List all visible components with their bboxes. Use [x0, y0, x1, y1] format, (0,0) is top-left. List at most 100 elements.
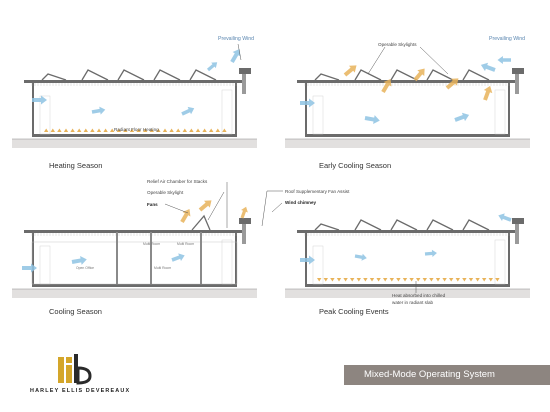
floor-slab	[305, 284, 510, 287]
skylight	[462, 219, 490, 231]
label-heat-absorbed: Heat absorbed into chilled	[392, 293, 446, 298]
heat-absorb-arrow	[442, 278, 447, 282]
airflow-arrow	[300, 98, 315, 108]
skylight	[81, 69, 109, 81]
roof	[24, 80, 242, 83]
airflow-arrow	[32, 95, 47, 105]
heat-absorb-arrow	[429, 278, 434, 282]
airflow-arrow	[364, 115, 380, 124]
label-operable-skylights: Operable Skylights	[378, 42, 417, 47]
heat-arrow	[169, 128, 174, 132]
interior-shelf	[312, 95, 324, 135]
heat-absorb-arrow	[350, 278, 355, 282]
label-radiant-floor-heating: Radiant Floor Heating	[114, 127, 159, 132]
airflow-arrow	[240, 206, 248, 219]
airflow-arrow	[454, 112, 470, 122]
chimney-cap	[512, 68, 524, 74]
label-operable-skylight: Operable Skylight	[147, 190, 184, 195]
heat-absorb-arrow	[389, 278, 394, 282]
chimney-shaft	[515, 224, 519, 244]
interior-wall	[116, 232, 118, 284]
airflow-arrow	[230, 49, 241, 63]
skylight	[354, 69, 382, 81]
wall-right	[235, 82, 237, 137]
label-chilled-water-slab: water in radiant slab	[392, 300, 434, 305]
skylight	[390, 69, 418, 81]
heat-absorb-arrow	[396, 278, 401, 282]
interior-wall	[200, 232, 202, 284]
skylight	[314, 223, 340, 231]
airflow-arrow	[413, 68, 425, 82]
heat-absorb-arrow	[376, 278, 381, 282]
system-title-bar: Mixed-Mode Operating System	[344, 365, 550, 385]
label-prevailing-wind-heating: Prevailing Wind	[218, 36, 255, 42]
firm-name: HARLEY ELLIS DEVEREAUX	[30, 388, 131, 394]
wall-left	[305, 82, 307, 137]
heat-absorb-arrow	[488, 278, 493, 282]
airflow-arrow	[198, 200, 212, 212]
heat-arrow	[123, 128, 128, 132]
heat-absorb-arrow	[363, 278, 368, 282]
heat-arrow	[149, 128, 154, 132]
wall-left	[32, 82, 34, 137]
airflow-arrow	[22, 263, 37, 273]
floor-slab	[32, 134, 237, 137]
skylight	[189, 69, 217, 81]
roof	[297, 80, 515, 83]
chimney-shaft	[242, 224, 246, 244]
airflow-arrow	[180, 209, 191, 223]
heat-arrow	[176, 128, 181, 132]
heat-arrow	[136, 128, 141, 132]
logo-mark-icon	[58, 354, 92, 385]
interior-mezzanine	[31, 241, 238, 285]
heat-absorb-arrow	[468, 278, 474, 282]
heat-arrow	[162, 128, 168, 132]
heat-arrow	[143, 128, 148, 132]
skylight	[314, 73, 340, 81]
label-wind-chimney: Wind chimney	[285, 200, 317, 205]
label-roof-fan-assist: Roof Supplementary Fan Assist	[285, 189, 350, 194]
interior-shelf	[494, 239, 506, 285]
airflow-arrow	[497, 55, 511, 65]
room-label: Multi Room	[177, 242, 195, 246]
heat-absorb-arrow	[369, 278, 375, 282]
heat-arrow	[116, 128, 121, 132]
heat-arrow	[215, 128, 220, 132]
airflow-arrow	[498, 213, 512, 222]
wall-right	[508, 82, 510, 137]
heat-arrow	[202, 128, 207, 132]
interior-shelf	[39, 245, 51, 285]
heat-arrow	[90, 128, 95, 132]
heat-arrow	[57, 128, 62, 132]
airflow-arrow	[91, 106, 106, 115]
room-label: Multi Room	[143, 242, 161, 246]
heat-arrow	[182, 128, 187, 132]
interior-shelf	[221, 89, 233, 135]
building-section-peak	[285, 213, 530, 298]
roof	[24, 230, 242, 233]
heat-absorb-arrow	[336, 278, 342, 282]
chimney-cap	[239, 68, 251, 74]
caption-heating-season: Heating Season	[49, 161, 103, 170]
heat-absorb-arrow	[435, 278, 441, 282]
chimney-cap	[239, 218, 251, 224]
floor-slab	[305, 134, 510, 137]
building-section-early	[285, 55, 530, 148]
heat-absorb-arrow	[409, 278, 414, 282]
heat-arrow	[103, 128, 108, 132]
heat-absorb-arrow	[317, 278, 322, 282]
heat-absorb-arrow	[402, 278, 408, 282]
heat-absorb-arrow	[462, 278, 467, 282]
heat-absorb-arrow	[330, 278, 335, 282]
interior-wall	[150, 232, 152, 284]
skylight	[191, 214, 211, 231]
heat-arrow	[44, 128, 49, 132]
chimney-cap	[512, 218, 524, 224]
label-prevailing-wind-early: Prevailing Wind	[489, 36, 526, 42]
heat-absorb-arrow	[449, 278, 454, 282]
skylight	[462, 69, 490, 81]
airflow-arrow	[480, 62, 496, 72]
room-label: Open Office	[76, 266, 95, 270]
label-fans: Fans	[147, 202, 158, 207]
